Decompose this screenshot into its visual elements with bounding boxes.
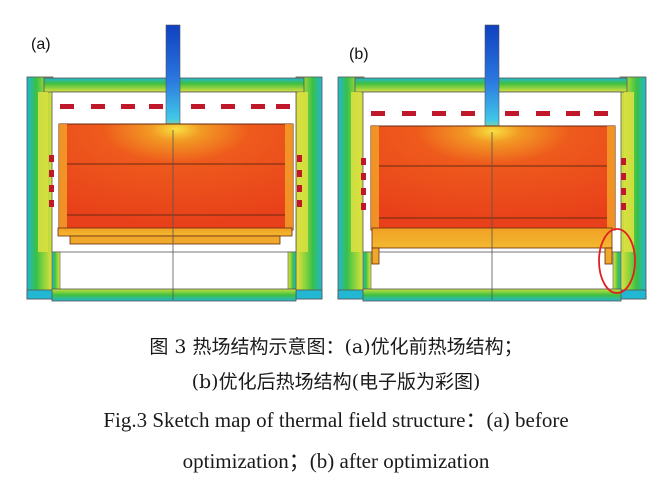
- caption-zh-line2: (b)优化后热场结构(电子版为彩图): [191, 371, 481, 393]
- caption-en-line1: Fig.3 Sketch map of thermal field struct…: [103, 408, 569, 432]
- thermal-field-figure: (a): [26, 24, 647, 302]
- bottom-plate-a: [51, 288, 297, 302]
- panel-a: (a): [26, 24, 323, 302]
- side-heater-blocks-a: [49, 155, 302, 207]
- caption-zh-line1: 图 3 热场结构示意图：(a)优化前热场结构；: [149, 336, 523, 358]
- panel-a-label: (a): [31, 36, 51, 53]
- caption-en-line2: optimization；(b) after optimization: [182, 449, 490, 473]
- shaft-a: [165, 24, 181, 136]
- panel-b-label: (b): [349, 46, 369, 63]
- shaft-b: [484, 24, 500, 138]
- panel-b: (b): [337, 24, 647, 302]
- hot-zone-b: [370, 125, 616, 265]
- highlight-circle: [598, 228, 636, 294]
- hot-zone-a: [57, 123, 294, 245]
- top-heater-bars-a: [60, 104, 290, 109]
- top-heater-bars-b: [371, 111, 608, 116]
- side-heater-blocks-b: [361, 158, 626, 210]
